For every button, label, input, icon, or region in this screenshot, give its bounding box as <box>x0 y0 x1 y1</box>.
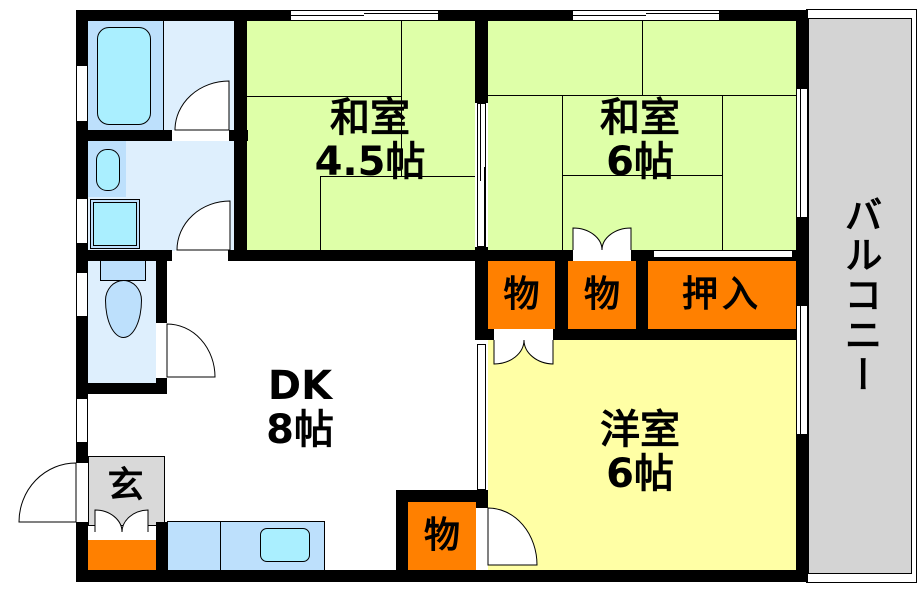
window-washitsu-6 <box>573 10 719 21</box>
washing-machine-pan-inner <box>93 202 137 246</box>
youshitsu <box>488 340 796 570</box>
kitchen-counter-divider <box>220 521 221 571</box>
storage-3-label: 物 <box>423 515 460 556</box>
bathtub <box>97 27 151 125</box>
oshiire-label: 押入 <box>681 274 762 315</box>
window-dk <box>76 398 88 443</box>
window-bathroom <box>76 65 88 122</box>
storage-2-label: 物 <box>583 274 620 315</box>
washitsu-4-5 <box>247 20 475 250</box>
storage-2 <box>568 261 636 329</box>
youshitsu-label: 洋室 6帖 <box>600 407 680 497</box>
washitsu-4-5-label: 和室 4.5帖 <box>314 95 426 185</box>
window-washitsu-4-5 <box>291 10 438 21</box>
sliding-door-youshitsu <box>477 344 486 490</box>
balcony <box>808 18 912 574</box>
balcony-label: バルコニー <box>838 195 882 395</box>
toilet-bowl <box>105 280 142 338</box>
storage-1 <box>488 261 555 329</box>
oshiire-sliding-door <box>653 250 793 258</box>
storage-1-label: 物 <box>503 274 540 315</box>
genkan-label: 玄 <box>107 465 144 506</box>
oshiire <box>648 261 796 329</box>
window-youshitsu-balcony <box>796 305 808 435</box>
window-washroom <box>76 198 88 244</box>
shoe-cabinet <box>88 540 156 570</box>
sliding-door-washitsu <box>477 103 486 247</box>
dk-label: DK 8帖 <box>266 363 334 453</box>
window-toilet <box>76 272 88 317</box>
washbasin <box>96 149 120 191</box>
washitsu-6-label: 和室 6帖 <box>600 95 680 185</box>
kitchen-sink <box>260 528 310 562</box>
storage-3 <box>408 502 476 570</box>
window-washitsu-6-balcony <box>796 88 808 218</box>
